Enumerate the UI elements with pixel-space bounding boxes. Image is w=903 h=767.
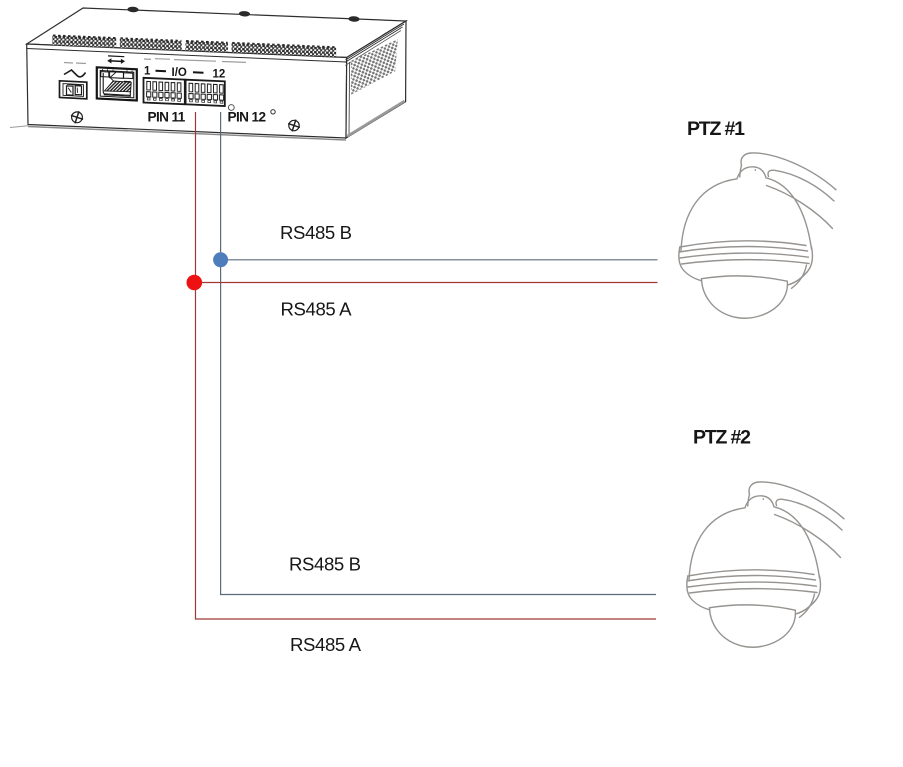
svg-text:PTZ #2: PTZ #2	[693, 427, 751, 449]
svg-text:RS485 A: RS485 A	[290, 634, 362, 655]
svg-text:PIN 11: PIN 11	[148, 110, 186, 125]
svg-text:RS485 A: RS485 A	[281, 299, 353, 320]
svg-text:RS485 B: RS485 B	[289, 554, 361, 575]
svg-text:I/O: I/O	[172, 67, 187, 79]
svg-text:12: 12	[213, 69, 226, 81]
svg-text:1: 1	[144, 66, 151, 78]
svg-text:RS485 B: RS485 B	[280, 222, 352, 243]
svg-text:PTZ #1: PTZ #1	[687, 118, 745, 140]
svg-text:PIN 12: PIN 12	[228, 110, 267, 125]
